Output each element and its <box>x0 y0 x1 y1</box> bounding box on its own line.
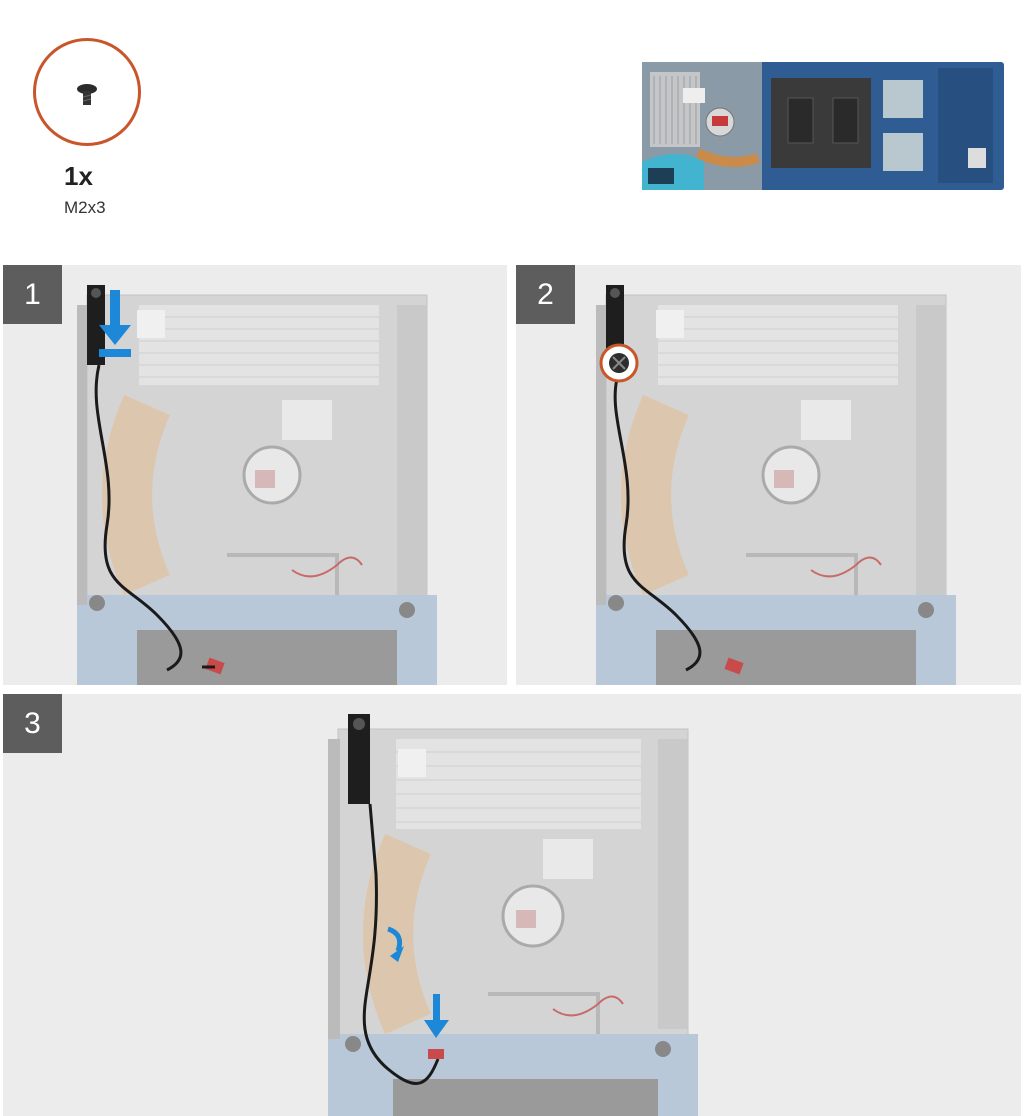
step-1-illustration <box>77 265 437 685</box>
screw-icon <box>36 41 138 143</box>
step-number-badge: 3 <box>3 694 62 753</box>
step-number-badge: 1 <box>3 265 62 324</box>
step-1-panel: 1 <box>3 265 507 685</box>
screw-icon <box>601 345 637 381</box>
step-3-illustration <box>328 694 698 1116</box>
screw-quantity: 1x <box>64 161 93 192</box>
step-3-panel: 3 <box>3 694 1021 1116</box>
step-number-badge: 2 <box>516 265 575 324</box>
step-2-illustration <box>596 265 956 685</box>
screw-callout-circle <box>33 38 141 146</box>
screw-size-label: M2x3 <box>64 198 106 218</box>
system-board-overview-image <box>638 58 1008 193</box>
step-2-panel: 2 <box>516 265 1021 685</box>
